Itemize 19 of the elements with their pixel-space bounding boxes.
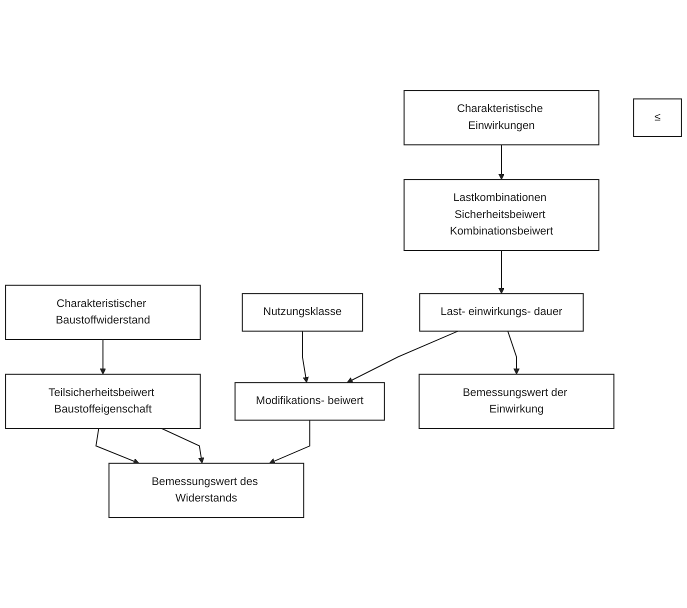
node-box: Last- einwirkungs- dauer xyxy=(419,293,584,332)
node-box: Charakteristische Einwirkungen xyxy=(404,90,600,146)
arrow xyxy=(498,250,505,294)
node-box: Teilsicherheitsbeiwert Baustoffeigenschaft xyxy=(5,374,201,429)
arrow xyxy=(302,331,309,383)
arrow xyxy=(269,420,310,464)
node-box: Bemessungswert der Einwirkung xyxy=(418,374,614,429)
arrow xyxy=(498,144,505,180)
arrow xyxy=(507,330,520,374)
node-box: Bemessungswert des Widerstands xyxy=(108,462,304,518)
node-box: Lastkombinationen Sicherheitsbeiwert Kombinationsbeiwert xyxy=(404,179,600,251)
node-box: Charakteristischer Baustoffwiderstand xyxy=(5,284,201,340)
node-box: ≤ xyxy=(633,98,682,137)
node-box: Modifikations- beiwert xyxy=(234,382,385,421)
arrow xyxy=(346,330,458,383)
arrow xyxy=(95,428,140,464)
arrow xyxy=(100,339,106,374)
node-box: Nutzungsklasse xyxy=(242,293,364,332)
arrow xyxy=(161,428,204,464)
